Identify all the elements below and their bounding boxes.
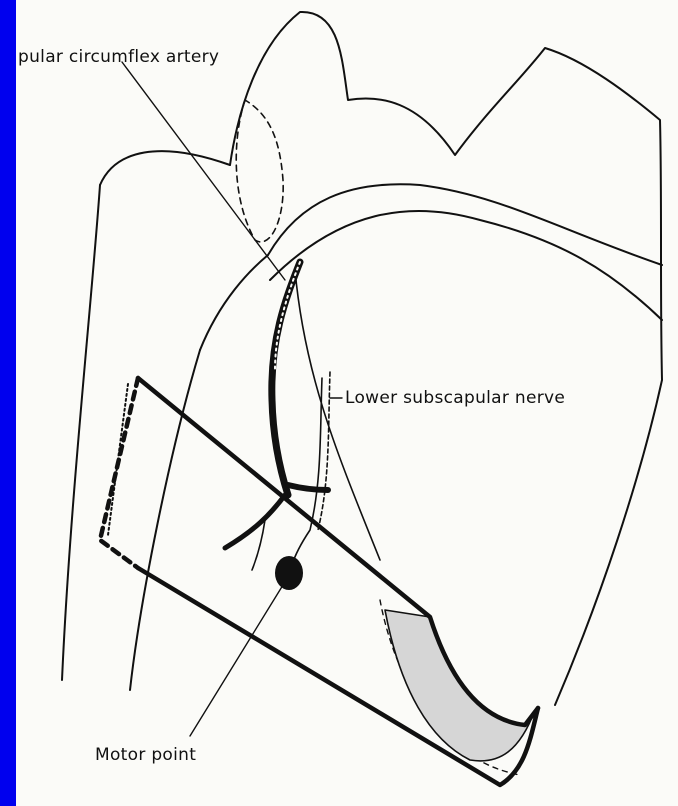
artery-branch-left (225, 495, 285, 548)
electrode-band-end-dashed (100, 378, 138, 568)
artery-label: pular circumflex artery (18, 47, 219, 67)
dashed-glenoid-ring (236, 100, 283, 242)
neck-curve (268, 184, 662, 265)
circumflex-artery-vessel (272, 262, 300, 495)
artery-leader-line (122, 62, 285, 280)
electrode-band (138, 378, 538, 725)
spine-curve (270, 211, 662, 320)
scapula-outline (230, 12, 662, 705)
subscapular-nerve-line (292, 378, 322, 565)
artery-branch-right (288, 485, 328, 490)
motor-point-dot (275, 556, 303, 590)
glenoid-edge (200, 255, 268, 350)
nerve-label: Lower subscapular nerve (345, 388, 565, 408)
electrode-dotted-strip (108, 384, 128, 535)
humerus-lateral-edge (62, 185, 100, 680)
motor-point-label: Motor point (95, 745, 196, 765)
